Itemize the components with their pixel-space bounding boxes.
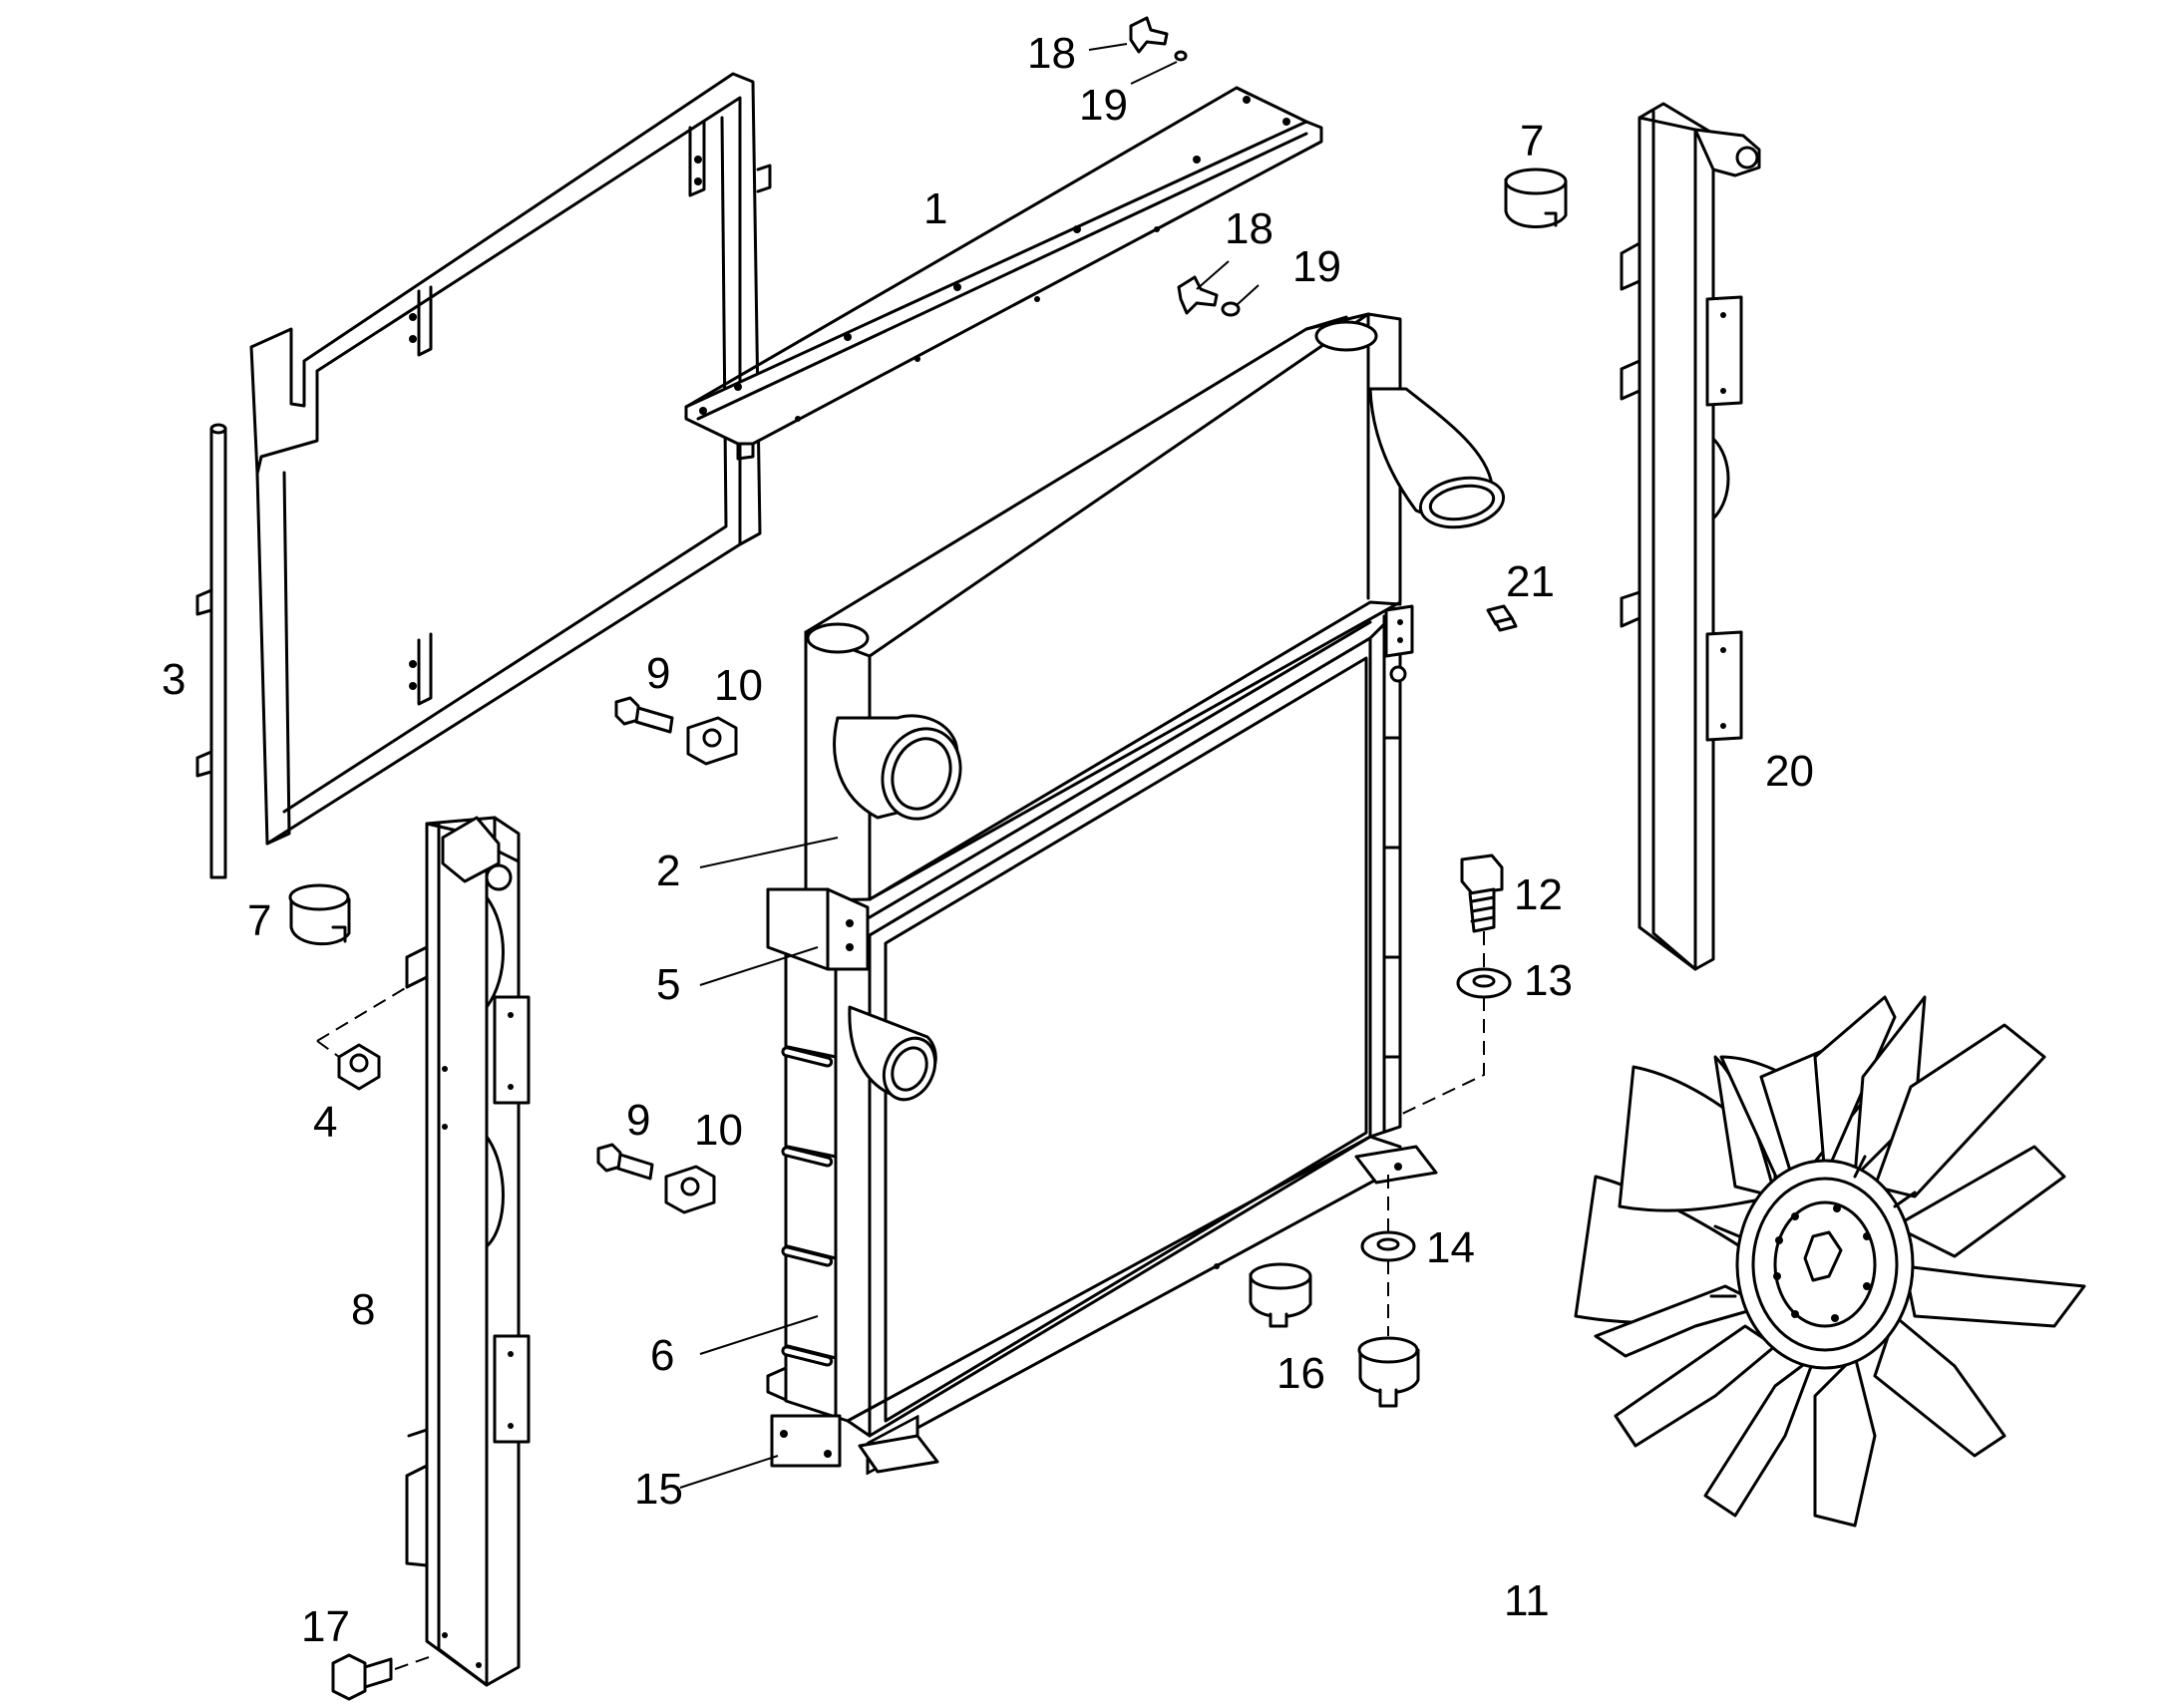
part-18-knob-mid	[1177, 275, 1219, 315]
assembly-dashed-lines	[316, 931, 1485, 1670]
part-17-bolt	[331, 1653, 393, 1701]
part-3-frame	[195, 72, 772, 879]
part-11-fan	[1574, 995, 2086, 1528]
callout-16: 16	[1276, 1349, 1325, 1398]
callout-2: 2	[656, 847, 680, 895]
callout-1: 1	[923, 184, 947, 233]
callout-21: 21	[1506, 557, 1555, 606]
part-14-washer	[1360, 1230, 1416, 1262]
callout-8: 8	[351, 1285, 375, 1334]
callout-14: 14	[1426, 1223, 1475, 1272]
callout-5: 5	[656, 960, 680, 1009]
callout-17: 17	[301, 1602, 350, 1651]
top-outlet-pipe	[1368, 387, 1506, 529]
part-9-bolt-lower	[596, 1143, 654, 1181]
part-1-top-bracket	[684, 86, 1323, 461]
callout-9-upper: 9	[646, 649, 670, 698]
part-18-knob-top	[1129, 16, 1169, 54]
part-10-clamp-upper	[686, 716, 738, 766]
radiator-core	[766, 312, 1438, 1476]
part-16-mount	[1249, 1262, 1312, 1328]
part-12-bolt	[1460, 854, 1504, 933]
callout-20: 20	[1765, 747, 1814, 796]
part-19-washer-mid	[1221, 301, 1241, 317]
callout-labels: 1 2 3 4 5 6 7 7 8 9 9 10 10 11 12 13 14 …	[162, 29, 1814, 1651]
lower-inlet-pipe	[848, 1005, 937, 1102]
part-19-washer-top	[1174, 50, 1188, 62]
callout-7-upper: 7	[1520, 117, 1544, 166]
callout-7-lower: 7	[247, 896, 271, 945]
callout-10-upper: 10	[714, 661, 763, 710]
callout-15: 15	[634, 1465, 683, 1514]
upper-inlet-pipe	[833, 714, 962, 821]
callout-13: 13	[1524, 956, 1573, 1005]
part-20-right-panel	[1620, 102, 1761, 971]
part-21-fitting	[1486, 604, 1518, 632]
callout-18-mid: 18	[1225, 204, 1273, 253]
part-9-bolt-upper	[614, 696, 674, 734]
callout-3: 3	[162, 655, 185, 704]
callout-6: 6	[650, 1331, 674, 1380]
part-13-washer	[1456, 967, 1512, 999]
part-7-mount-lower	[288, 883, 351, 946]
callout-11: 11	[1504, 1576, 1550, 1625]
callout-9-lower: 9	[626, 1096, 650, 1145]
callout-12: 12	[1514, 870, 1563, 919]
part-7-mount-upper	[1504, 168, 1568, 228]
leader-lines	[679, 43, 1260, 1489]
callout-19-top: 19	[1079, 81, 1128, 130]
callout-19-mid: 19	[1292, 242, 1341, 291]
part-8-left-panel	[405, 816, 531, 1687]
part-4-nut	[337, 1043, 381, 1091]
callout-18-top: 18	[1027, 29, 1076, 78]
callout-10-lower: 10	[694, 1106, 743, 1155]
part-10-clamp-lower	[664, 1165, 716, 1214]
callout-4: 4	[313, 1098, 337, 1147]
mount-under-14	[1357, 1336, 1420, 1408]
